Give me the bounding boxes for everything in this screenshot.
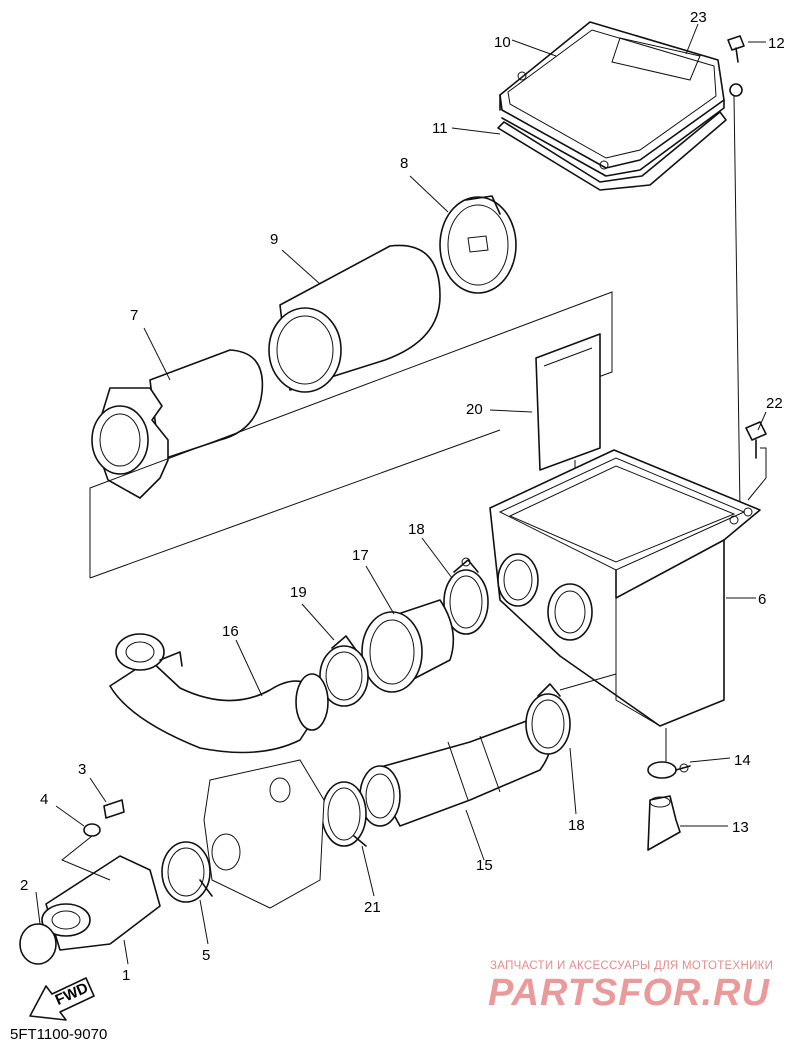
watermark-tagline: ЗАПЧАСТИ И АКСЕССУАРЫ ДЛЯ МОТОТЕХНИКИ xyxy=(490,960,774,972)
callout-20: 20 xyxy=(466,401,483,418)
forward-direction-arrow: FWD xyxy=(29,977,95,1021)
screw-part-12 xyxy=(727,35,745,97)
intake-joint-part-17 xyxy=(361,599,455,693)
cover-label-part-23 xyxy=(611,37,701,81)
callout-19: 19 xyxy=(290,584,307,601)
watermark-logo: PARTSFOR.RU xyxy=(488,972,770,1014)
callout-15: 15 xyxy=(476,857,493,874)
callout-23: 23 xyxy=(690,9,707,26)
callout-18-upper: 18 xyxy=(408,521,425,538)
callout-17: 17 xyxy=(352,547,369,564)
callout-leaders xyxy=(35,23,767,965)
drain-clip-part-14 xyxy=(647,761,691,779)
drain-hose-part-13 xyxy=(647,795,681,851)
bolt-part-3 xyxy=(103,799,125,819)
callout-6: 6 xyxy=(758,591,766,608)
filter-element-part-7 xyxy=(91,349,264,499)
callout-13: 13 xyxy=(732,819,749,836)
intake-duct-part-16 xyxy=(109,633,329,754)
callout-12: 12 xyxy=(768,35,785,52)
callout-labels: 23 10 12 11 8 9 7 20 22 18 17 6 19 16 14… xyxy=(20,9,785,984)
callout-7: 7 xyxy=(130,307,138,324)
filter-cap-part-8 xyxy=(439,195,517,294)
callout-21: 21 xyxy=(364,899,381,916)
callout-11: 11 xyxy=(432,120,448,137)
intake-manifold-part-1 xyxy=(41,855,161,951)
cover-seal-part-11 xyxy=(497,111,727,191)
clamp-part-19 xyxy=(319,635,369,707)
clamp-part-18-lower xyxy=(525,683,571,755)
hose-part-15 xyxy=(359,715,552,827)
clamp-part-21 xyxy=(321,781,367,847)
carburetor-body xyxy=(203,759,325,909)
bolt-part-22 xyxy=(745,421,767,501)
callout-10: 10 xyxy=(494,34,511,51)
diagram-code: 5FT1100-9070 xyxy=(10,1026,108,1043)
airbox-case-part-6 xyxy=(489,449,761,727)
clamp-part-5 xyxy=(161,841,213,903)
callout-22: 22 xyxy=(766,395,783,412)
callout-18-lower: 18 xyxy=(568,817,585,834)
callout-9: 9 xyxy=(270,231,278,248)
callout-14: 14 xyxy=(734,752,751,769)
callout-1: 1 xyxy=(122,967,130,984)
filter-sleeve-part-9 xyxy=(268,244,441,393)
o-ring-part-2 xyxy=(19,923,57,965)
filter-pad-part-20 xyxy=(535,333,601,471)
callout-3: 3 xyxy=(78,761,86,778)
callout-16: 16 xyxy=(222,623,239,640)
callout-4: 4 xyxy=(40,791,48,808)
callout-8: 8 xyxy=(400,155,408,172)
callout-2: 2 xyxy=(20,877,28,894)
clamp-part-18-upper xyxy=(443,557,489,635)
callout-5: 5 xyxy=(202,947,210,964)
washer-part-4 xyxy=(83,823,101,837)
airbox-cover-part-10 xyxy=(499,21,725,177)
